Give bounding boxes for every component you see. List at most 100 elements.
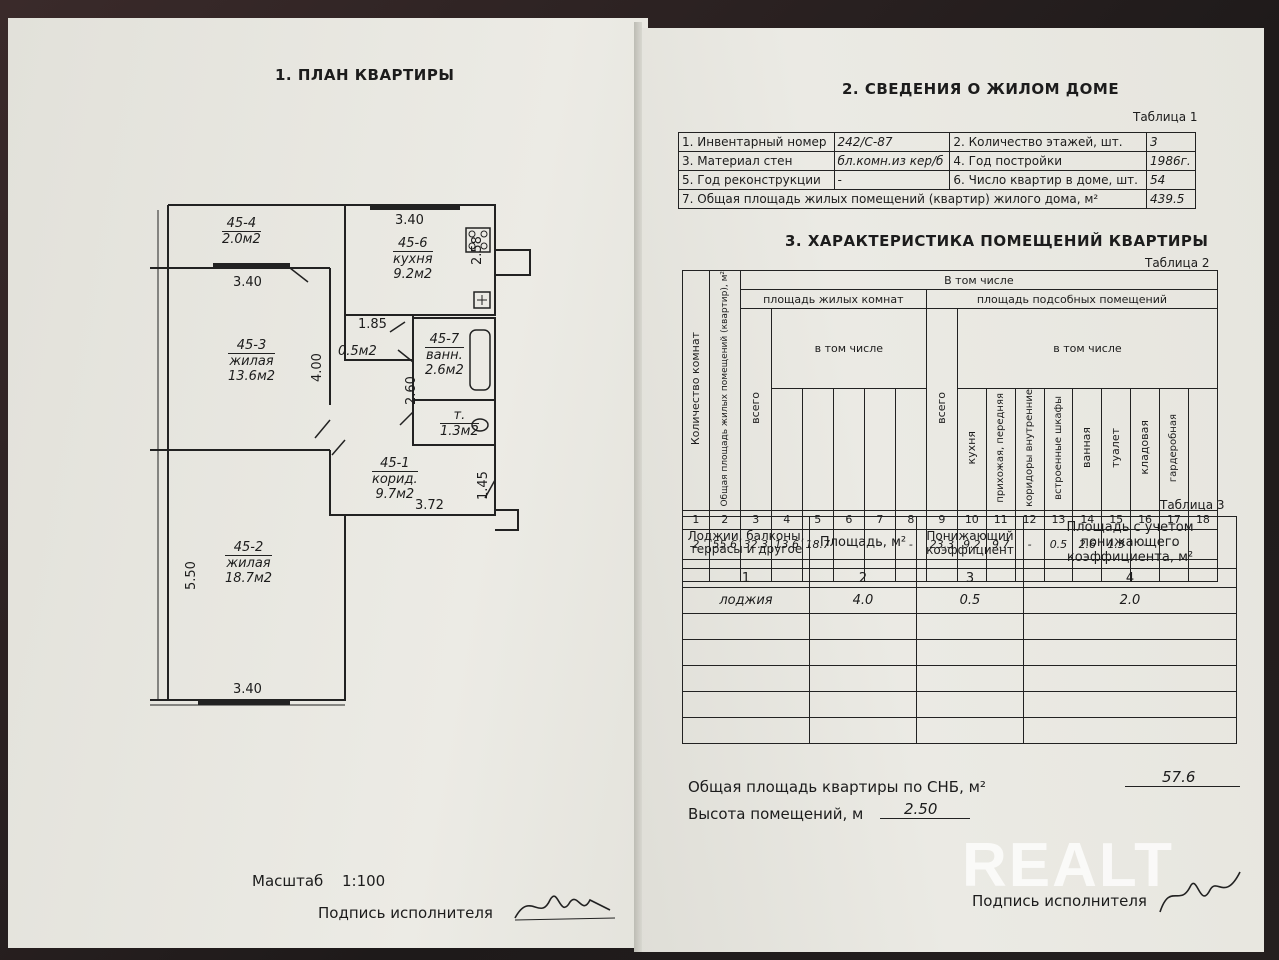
- table-row: 3. Материал стен бл.комн.из кер/б 4. Год…: [678, 151, 1196, 171]
- height-label: Высота помещений, м: [688, 805, 864, 823]
- dim-kitchen-side: 2.58: [470, 236, 485, 265]
- dim-door: 1.45: [476, 471, 491, 500]
- room-45-3: 45-3 жилая 13.6м2: [228, 338, 276, 384]
- table-cell: 242/С-87: [833, 132, 951, 152]
- room-area: 18.7м2: [225, 571, 273, 586]
- table-cell: 2. Количество этажей, шт.: [949, 132, 1148, 152]
- table-cell: 2.0: [1023, 587, 1237, 614]
- header-kitchen: кухня: [964, 430, 978, 465]
- table-cell: -: [833, 170, 951, 190]
- room-area: 2.6м2: [425, 363, 464, 378]
- page-fold: [634, 22, 642, 952]
- table-cell: 54: [1146, 170, 1196, 190]
- scale-value: 1:100: [342, 872, 386, 890]
- dim-bath-side: 2.60: [404, 376, 419, 405]
- col-number: 4: [1023, 568, 1237, 588]
- table3-caption: Таблица 3: [1160, 498, 1225, 512]
- col-number: 1: [682, 568, 810, 588]
- room-area: 1.3м2: [440, 423, 479, 439]
- total-area-value: 57.6: [1162, 768, 1196, 786]
- header-in-total: В том числе: [739, 270, 1219, 290]
- header-aux: площадь подсобных помещений: [925, 289, 1219, 309]
- table-cell: 4. Год постройки: [949, 151, 1148, 171]
- plan-title: 1. ПЛАН КВАРТИРЫ: [275, 66, 455, 84]
- house-info-title: 2. СВЕДЕНИЯ О ЖИЛОМ ДОМЕ: [842, 80, 1120, 98]
- height-value: 2.50: [904, 800, 938, 818]
- left-page: [8, 18, 648, 948]
- table-cell: 7. Общая площадь жилых помещений (кварти…: [677, 189, 1148, 209]
- table-cell: 3. Материал стен: [678, 151, 835, 171]
- table-row: 5. Год реконструкции - 6. Число квартир …: [678, 170, 1196, 190]
- signature-label-right: Подпись исполнителя: [972, 892, 1147, 910]
- table-cell: 3: [1146, 132, 1196, 152]
- room-area: 13.6м2: [228, 369, 276, 384]
- t3-header: Площадь с учетом понижающего коэффициент…: [1023, 516, 1237, 569]
- header-wardrobe: гардеробная: [1167, 413, 1179, 482]
- room-area: 9.7м2: [375, 487, 415, 502]
- room-id: 45-2: [233, 540, 264, 555]
- header-bath: ванная: [1080, 427, 1094, 469]
- t3-header: Понижающий коэффициент: [916, 516, 1024, 569]
- dim-room2-side: 5.50: [184, 561, 199, 590]
- dim-room2-bottom: 3.40: [233, 682, 262, 697]
- total-area-label: Общая площадь квартиры по СНБ, м²: [688, 778, 986, 796]
- table-cell: 5. Год реконструкции: [678, 170, 835, 190]
- header-rooms-count: Количество комнат: [688, 332, 702, 446]
- table2-caption: Таблица 2: [1145, 256, 1210, 270]
- room-name: т.: [453, 408, 466, 423]
- room-45-4: 45-4 2.0м2: [222, 216, 261, 247]
- room-45-6: 45-6 кухня 9.2м2: [393, 236, 433, 282]
- table-cell: бл.комн.из кер/б: [833, 151, 951, 171]
- realt-watermark: REALT: [962, 831, 1175, 900]
- table-cell: 0.5: [916, 587, 1024, 614]
- room-area: 2.0м2: [222, 231, 261, 247]
- room-id: 45-1: [380, 456, 410, 471]
- room-name: кухня: [393, 251, 433, 267]
- col-number: 3: [916, 568, 1024, 588]
- header-total: всего: [748, 391, 762, 424]
- table-3: Лоджии, балконы, террасы и другое Площад…: [682, 516, 1237, 744]
- room-name: ванн.: [425, 347, 464, 363]
- room-45-7: 45-7 ванн. 2.6м2: [425, 332, 464, 378]
- room-45-2: 45-2 жилая 18.7м2: [225, 540, 273, 586]
- header-toilet: туалет: [1109, 427, 1123, 468]
- signature-label-left: Подпись исполнителя: [318, 904, 493, 922]
- dim-balcony: 3.40: [233, 275, 262, 290]
- room-area: 9.2м2: [393, 267, 433, 282]
- room-toilet: т. 1.3м2: [440, 408, 479, 439]
- table-cell: 439.5: [1146, 189, 1196, 209]
- table-row: лоджия 4.0 0.5 2.0: [682, 587, 1237, 614]
- signature-right: [1159, 871, 1241, 913]
- room-name: жилая: [228, 353, 276, 369]
- floor-plan-drawing: [0, 0, 640, 960]
- header-total-area: Общая площадь жилых помещений (квартир),…: [719, 271, 730, 507]
- dim-closet: 1.85: [358, 317, 387, 332]
- table-row: 1. Инвентарный номер 242/С-87 2. Количес…: [678, 132, 1196, 152]
- table-cell: 1. Инвентарный номер: [678, 132, 835, 152]
- header-hall: прихожая, передняя: [995, 392, 1007, 503]
- table1-caption: Таблица 1: [1133, 110, 1198, 124]
- dim-room3-side: 4.00: [310, 353, 325, 382]
- table-row: 7. Общая площадь жилых помещений (кварти…: [677, 189, 1196, 209]
- header-corridors: коридоры внутренние: [1024, 388, 1036, 507]
- room-id: 45-4: [226, 216, 257, 231]
- table-cell: 1986г.: [1146, 151, 1196, 171]
- room-closet: 0.5м2: [338, 344, 377, 359]
- table-1: 1. Инвентарный номер 242/С-87 2. Количес…: [677, 132, 1196, 209]
- t3-header: Площадь, м²: [809, 516, 917, 569]
- header-incl: в том числе: [770, 308, 927, 389]
- t3-header: Лоджии, балконы, террасы и другое: [682, 516, 810, 569]
- room-id: 45-3: [236, 338, 267, 353]
- dim-kitchen-top: 3.40: [395, 213, 424, 228]
- dim-corridor: 3.72: [415, 498, 444, 513]
- table-cell: 6. Число квартир в доме, шт.: [949, 170, 1148, 190]
- room-name: корид.: [372, 471, 418, 487]
- section3-title: 3. ХАРАКТЕРИСТИКА ПОМЕЩЕНИЙ КВАРТИРЫ: [785, 232, 1209, 250]
- room-45-1: 45-1 корид. 9.7м2: [372, 456, 418, 502]
- room-id: 45-6: [398, 236, 428, 251]
- header-closets: встроенные шкафы: [1052, 395, 1064, 500]
- room-id: 45-7: [429, 332, 460, 347]
- table-cell: 4.0: [809, 587, 917, 614]
- table-cell: лоджия: [682, 587, 810, 614]
- scale-label: Масштаб: [252, 872, 324, 890]
